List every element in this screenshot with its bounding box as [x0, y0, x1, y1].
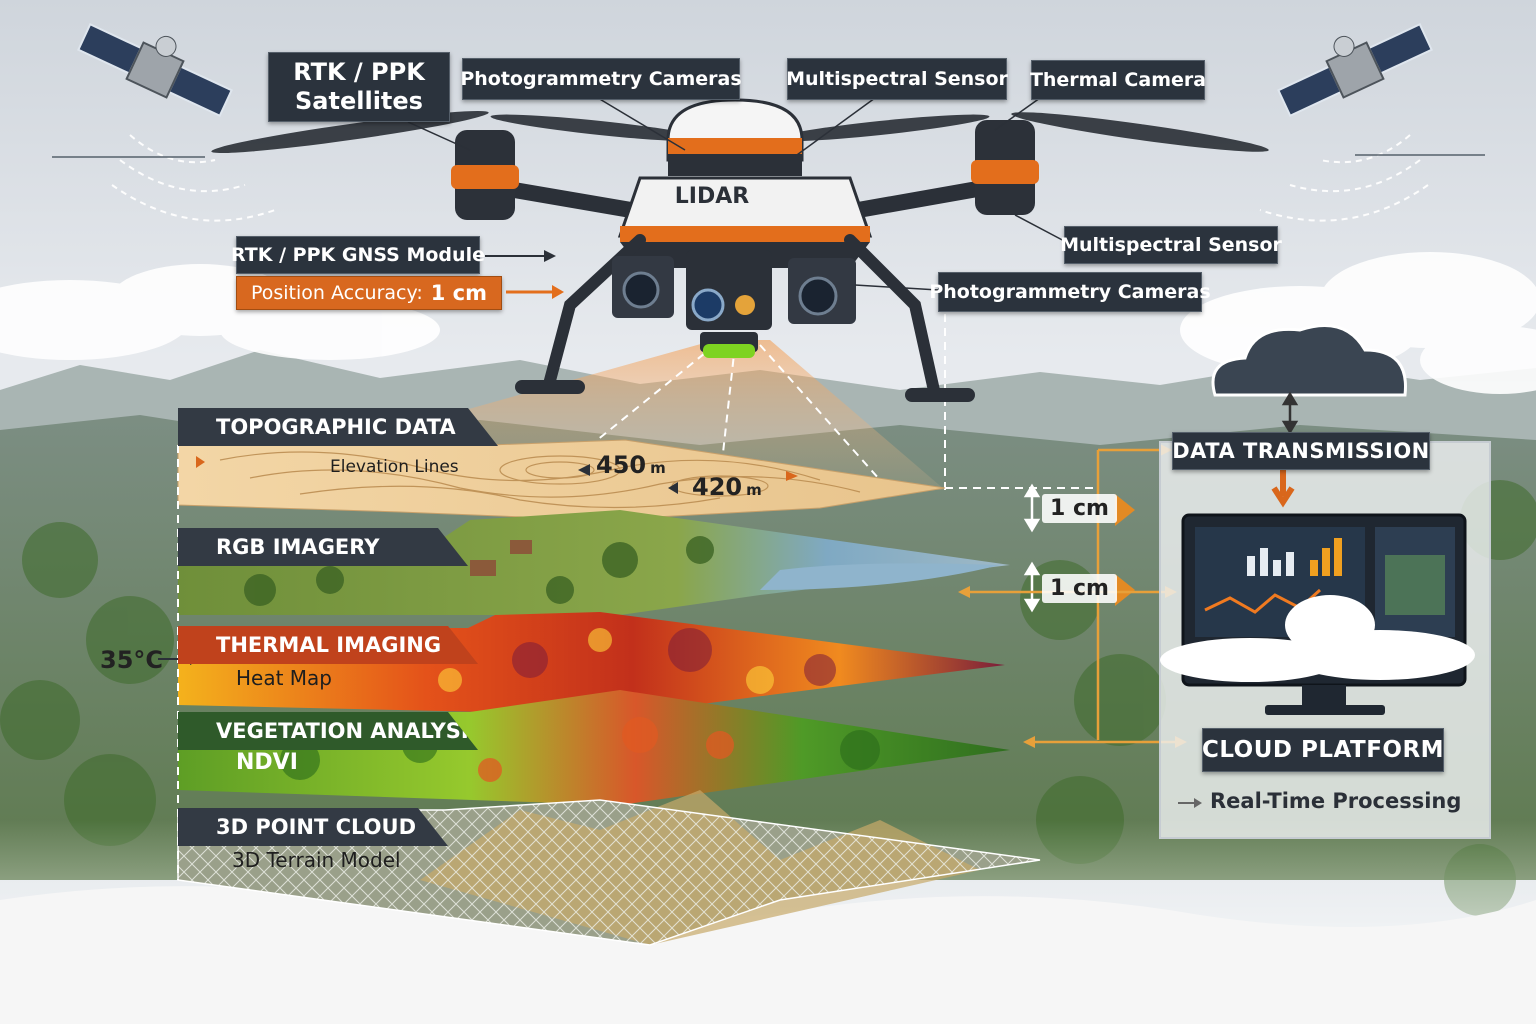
elevation-420-unit: m [746, 481, 762, 499]
thermal-imaging-heading: THERMAL IMAGING [178, 626, 478, 664]
accuracy-marker-2: 1 cm [1042, 574, 1117, 603]
multispectral-sensor-label-top: Multispectral Sensor [786, 58, 1008, 100]
satellites-label-line-1: RTK / PPK [293, 58, 425, 86]
elevation-450-unit: m [650, 459, 666, 477]
drone-icon [211, 98, 1269, 402]
monitor-icon [1160, 513, 1475, 715]
vegetation-analysis-heading: VEGETATION ANALYSIS [178, 712, 478, 750]
multispectral-sensor-label-right: Multispectral Sensor [1060, 226, 1282, 264]
real-time-processing-label: Real-Time Processing [1210, 789, 1462, 813]
satellite-right-icon [1277, 23, 1433, 117]
rgb-imagery-layer [178, 510, 1010, 615]
lidar-label: LIDAR [674, 184, 750, 209]
elevation-450-value: 450 [596, 451, 647, 479]
topographic-data-heading: TOPOGRAPHIC DATA [178, 408, 498, 446]
accuracy-marker-1: 1 cm [1042, 494, 1117, 523]
heat-map-label: Heat Map [236, 666, 333, 690]
position-accuracy-text: Position Accuracy: [250, 282, 423, 304]
rgb-imagery-heading: RGB IMAGERY [178, 528, 468, 566]
thermal-camera-label: Thermal Camera [1030, 60, 1206, 100]
satellites-label: RTK / PPK Satellites [268, 52, 450, 122]
gnss-module-label: RTK / PPK GNSS Module [231, 236, 485, 274]
cloud-platform-label: CLOUD PLATFORM [1202, 728, 1444, 772]
satellites-label-line-2: Satellites [295, 87, 423, 115]
ndvi-label: NDVI [236, 750, 298, 775]
cloud-icon [1211, 324, 1407, 397]
position-accuracy-value: 1 cm [430, 281, 488, 305]
photogrammetry-cameras-label-top: Photogrammetry Cameras [460, 58, 742, 100]
photogrammetry-cameras-label-right: Photogrammetry Cameras [929, 272, 1211, 312]
elevation-lines-label: Elevation Lines [330, 457, 459, 477]
temperature-label: 35°C [100, 646, 164, 674]
terrain-model-label: 3D Terrain Model [232, 848, 401, 872]
point-cloud-heading: 3D POINT CLOUD [178, 808, 448, 846]
data-transmission-label: DATA TRANSMISSION [1172, 432, 1430, 470]
satellite-left-icon [77, 23, 233, 117]
elevation-420-value: 420 [692, 473, 743, 501]
position-accuracy-label: Position Accuracy: 1 cm [236, 276, 502, 310]
